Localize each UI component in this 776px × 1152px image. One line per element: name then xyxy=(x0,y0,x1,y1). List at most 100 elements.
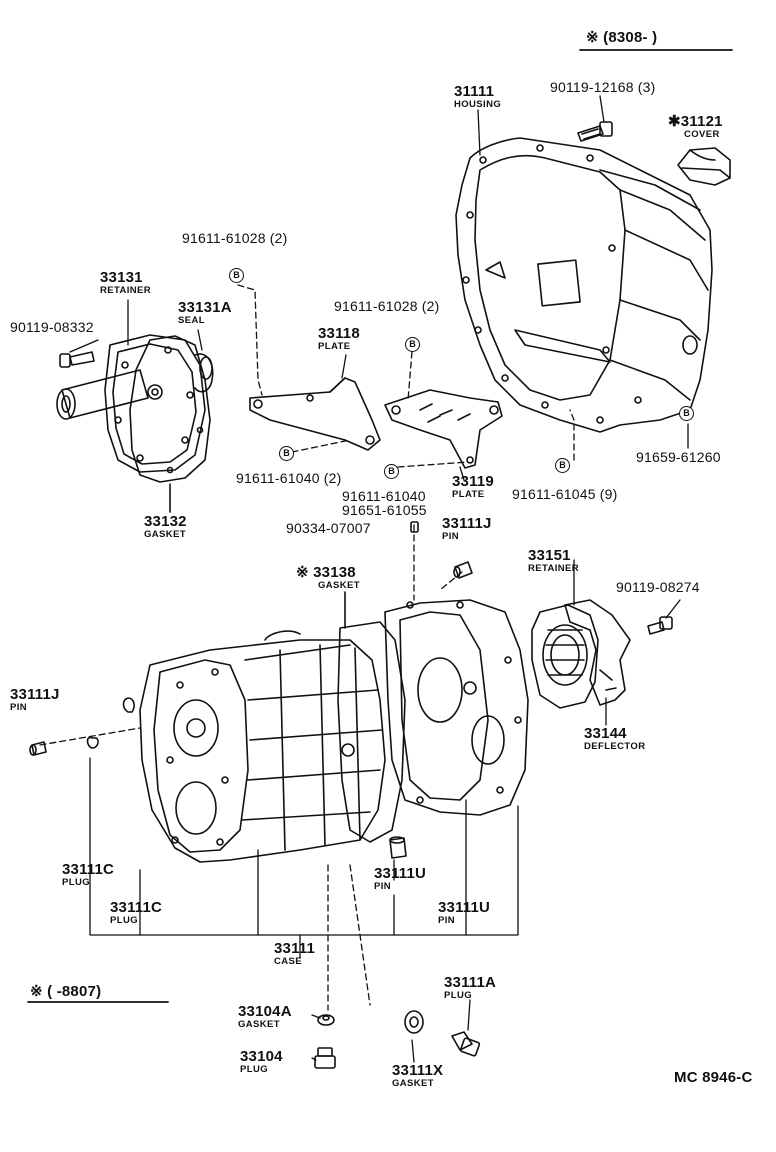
part-name: GASKET xyxy=(318,580,360,591)
part-33111j-left: 33111J PIN xyxy=(10,687,60,713)
part-name: PIN xyxy=(438,915,456,926)
part-number: ※ 33138 xyxy=(296,564,356,581)
part-91611-61040-2: 91611-61040 (2) xyxy=(236,470,342,486)
gasket-33138-drawing xyxy=(337,591,406,843)
part-33111c-a: 33111C PLUG xyxy=(62,862,114,888)
part-number: ✱31121 xyxy=(668,113,723,130)
part-33138: ※ 33138 GASKET xyxy=(296,565,360,591)
part-33104: 33104 PLUG xyxy=(240,1049,283,1075)
part-33111u-a: 33111U PIN xyxy=(374,866,426,892)
part-number: 33104 xyxy=(240,1048,283,1065)
bolt-90119-08274-drawing xyxy=(647,616,673,635)
part-91611-61040: 91611-61040 xyxy=(342,488,426,504)
part-number: 33118 xyxy=(318,325,360,342)
bolt-marker-b: B xyxy=(384,464,399,479)
part-number: 33111J xyxy=(442,515,492,532)
part-31121: ✱31121 COVER xyxy=(668,114,723,140)
part-name: SEAL xyxy=(178,315,205,326)
bolt-90119-08332-drawing xyxy=(59,351,95,368)
part-number: 33151 xyxy=(528,547,571,564)
gasket-33104a-drawing xyxy=(317,1014,335,1026)
part-name: RETAINER xyxy=(528,563,580,574)
bolt-leader-lines xyxy=(39,284,575,1011)
part-90119-08332: 90119-08332 xyxy=(10,319,94,335)
part-91651-61055: 91651-61055 xyxy=(342,502,427,518)
deflector-33144-drawing xyxy=(564,599,631,706)
pin-33111u-drawing xyxy=(389,836,407,859)
part-name: PLUG xyxy=(444,990,472,1001)
part-number: 33131 xyxy=(100,269,143,286)
part-name: CASE xyxy=(274,956,302,967)
gasket-33132-drawing xyxy=(129,335,211,513)
adapter-housing-drawing xyxy=(384,599,529,816)
bolt-90119-12168-drawing xyxy=(577,121,613,142)
range-bottom-note: ※ ( -8807) xyxy=(30,983,102,1000)
plug-33104-drawing xyxy=(314,1047,336,1069)
part-31111: 31111 HOUSING xyxy=(454,84,501,110)
part-number: 31111 xyxy=(454,83,495,100)
part-name: PLUG xyxy=(240,1064,268,1075)
part-33118: 33118 PLATE xyxy=(318,326,360,352)
part-name: PIN xyxy=(10,702,28,713)
part-number: 33111U xyxy=(438,899,491,916)
housing-31111-drawing xyxy=(455,137,713,433)
bolt-marker-b: B xyxy=(229,268,244,283)
part-number: 33111U xyxy=(374,865,427,882)
part-name: GASKET xyxy=(238,1019,280,1030)
part-33111x: 33111X GASKET xyxy=(392,1063,443,1089)
range-top-note: ※ (8308- ) xyxy=(586,29,658,46)
part-number: 33111J xyxy=(10,686,60,703)
retainer-33131-drawing xyxy=(56,334,214,473)
part-name: COVER xyxy=(684,129,720,140)
part-number: 33144 xyxy=(584,725,627,742)
part-name: PLATE xyxy=(318,341,351,352)
part-33111j-top: 33111J PIN xyxy=(442,516,492,542)
part-number: 33104A xyxy=(238,1003,292,1020)
pin-33111j-left-drawing xyxy=(29,741,47,756)
bolt-marker-b: B xyxy=(555,458,570,473)
cover-31121-drawing xyxy=(677,147,731,186)
part-33111a: 33111A PLUG xyxy=(444,975,496,1001)
part-name: PLUG xyxy=(110,915,138,926)
pin-33111j-top-drawing xyxy=(453,561,473,579)
part-number: 33131A xyxy=(178,299,232,316)
part-33111c-b: 33111C PLUG xyxy=(110,900,162,926)
part-90119-12168: 90119-12168 (3) xyxy=(550,79,656,95)
part-33132: 33132 GASKET xyxy=(144,514,187,540)
part-33144: 33144 DEFLECTOR xyxy=(584,726,645,752)
part-33104a: 33104A GASKET xyxy=(238,1004,292,1030)
part-name: DEFLECTOR xyxy=(584,741,646,752)
part-name: PLATE xyxy=(452,489,485,500)
part-name: GASKET xyxy=(144,529,186,540)
part-number: 33132 xyxy=(144,513,187,530)
pin-90334-07007-drawing xyxy=(410,521,419,533)
part-33131: 33131 RETAINER xyxy=(100,270,151,296)
part-name: PLUG xyxy=(62,877,90,888)
part-91611-61028-right: 91611-61028 (2) xyxy=(334,298,440,314)
plate-33119-drawing xyxy=(384,389,503,469)
plug-33111a-drawing xyxy=(451,1031,481,1057)
part-number: 33111A xyxy=(444,974,497,991)
part-91611-61028-left: 91611-61028 (2) xyxy=(182,230,288,246)
part-91659-61260: 91659-61260 xyxy=(636,449,721,465)
diagram-code: MC 8946-C xyxy=(674,1069,753,1086)
part-33111-case: 33111 CASE xyxy=(274,941,315,967)
part-91611-61045: 91611-61045 (9) xyxy=(512,486,618,502)
part-90119-08274: 90119-08274 xyxy=(616,579,700,595)
part-number: 33111 xyxy=(274,940,316,957)
retainer-33151-drawing xyxy=(531,604,599,709)
case-33111-drawing xyxy=(86,630,386,863)
bolt-marker-b: B xyxy=(405,337,420,352)
part-name: GASKET xyxy=(392,1078,434,1089)
part-90334-07007: 90334-07007 xyxy=(286,520,371,536)
part-name: PIN xyxy=(442,531,460,542)
part-33151: 33151 RETAINER xyxy=(528,548,579,574)
gasket-33111x-drawing xyxy=(404,1010,424,1034)
part-number: 33119 xyxy=(452,473,494,490)
part-name: RETAINER xyxy=(100,285,152,296)
part-name: HOUSING xyxy=(454,99,502,110)
leader-lines xyxy=(69,95,689,1063)
bolt-marker-b: B xyxy=(679,406,694,421)
